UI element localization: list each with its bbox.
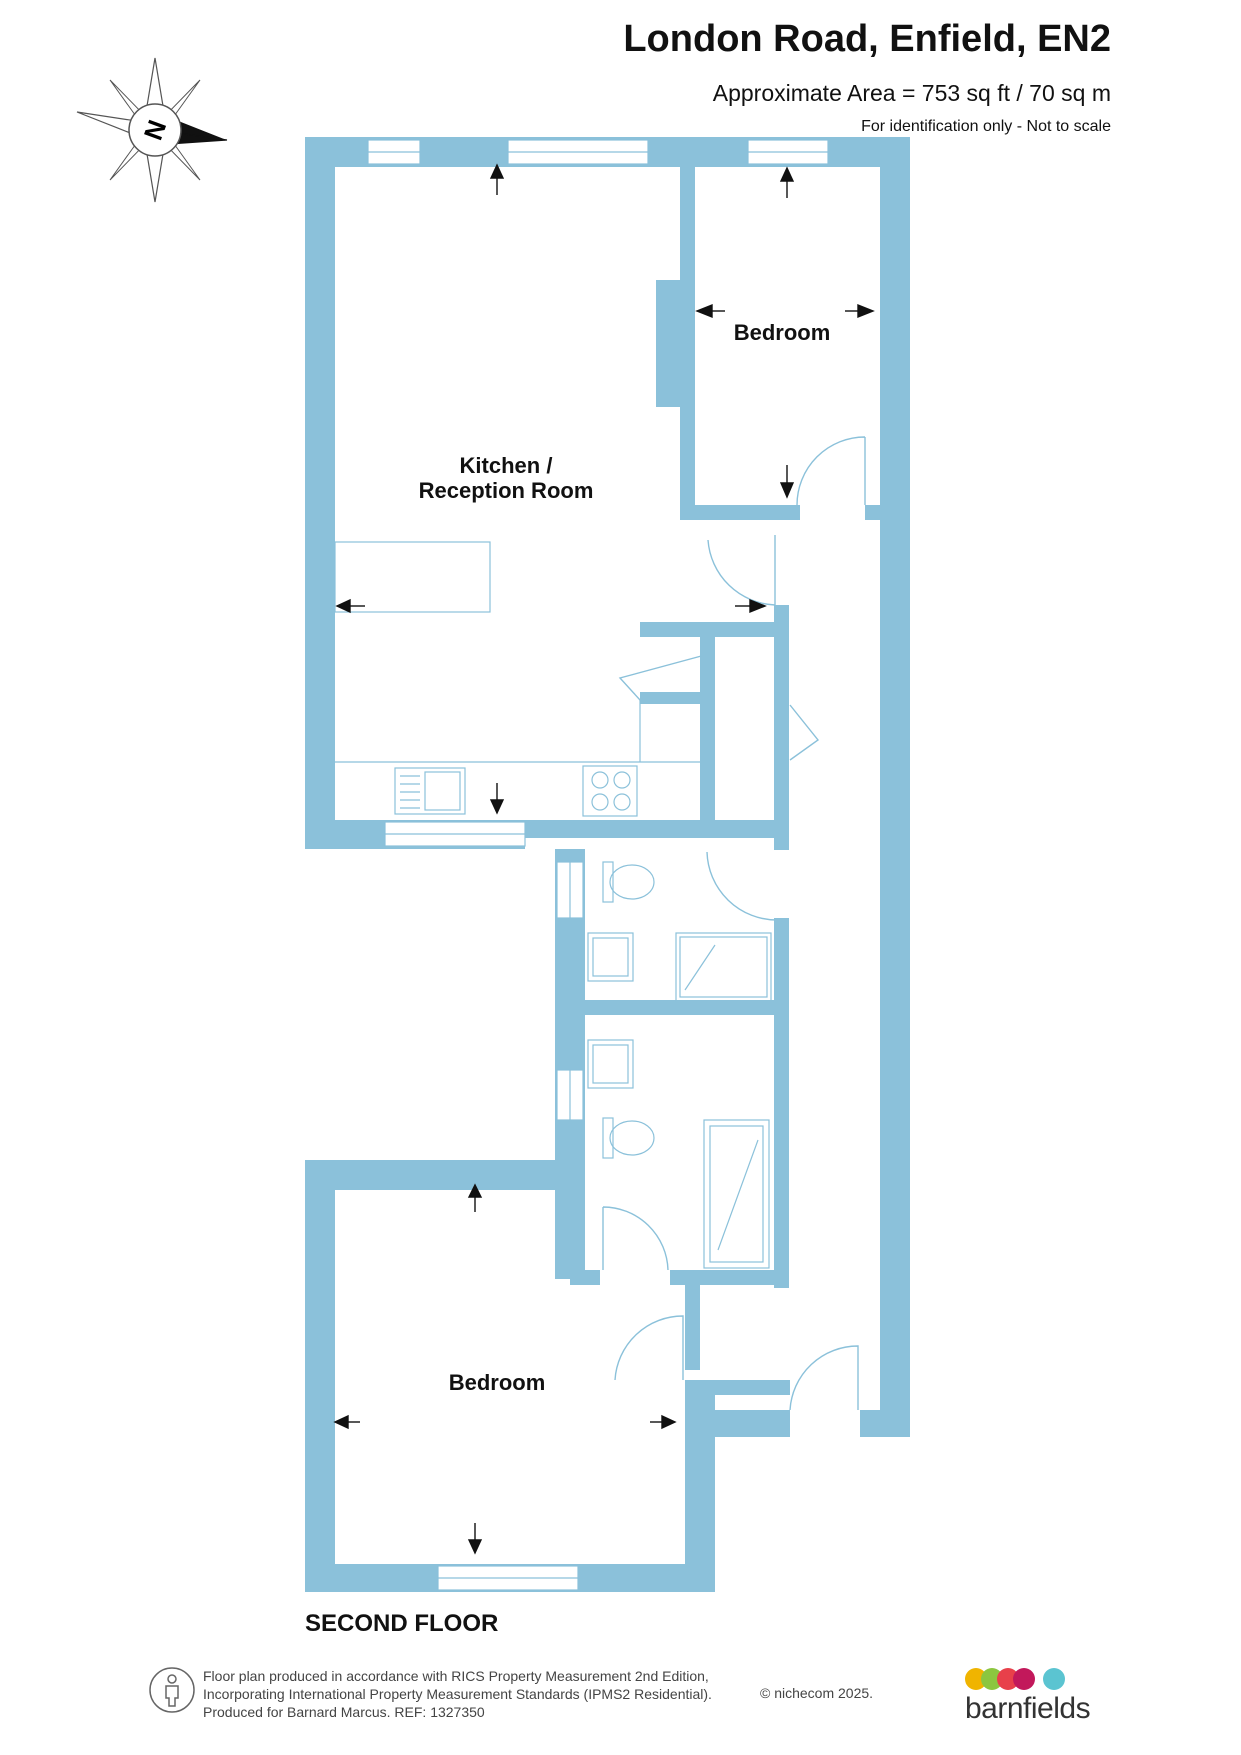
sink-icon [394, 767, 466, 815]
room-label-bedroom-top: Bedroom [734, 320, 831, 345]
dimension-arrows [333, 163, 875, 1555]
brand-logo: barnfields [965, 1668, 1091, 1726]
logo-dot [1043, 1668, 1065, 1690]
room-label-kitchen-line2: Reception Room [419, 478, 594, 503]
logo-dots [965, 1668, 1090, 1690]
hob-icon [582, 765, 638, 817]
person-icon [149, 1667, 195, 1713]
scale-note: For identification only - Not to scale [861, 118, 1111, 135]
shower-tray-icon [675, 932, 772, 1002]
footer-line-3: Produced for Barnard Marcus. REF: 132735… [203, 1704, 485, 1720]
logo-dot [1013, 1668, 1035, 1690]
approximate-area: Approximate Area = 753 sq ft / 70 sq m [712, 80, 1111, 106]
toilet-icon [602, 861, 655, 903]
room-label-kitchen-line1: Kitchen / [460, 453, 553, 478]
room-label-bedroom-bottom: Bedroom [449, 1370, 546, 1395]
bathroom-fittings [587, 861, 772, 1269]
compass-icon: N [76, 57, 228, 203]
kitchen-fittings [334, 541, 700, 817]
basin-icon [587, 1039, 634, 1089]
footer-line-2: Incorporating International Property Mea… [203, 1686, 712, 1702]
bath-icon [703, 1119, 770, 1269]
kitchen-island [334, 541, 491, 613]
floor-label: SECOND FLOOR [305, 1610, 499, 1637]
windows [367, 139, 829, 1591]
footer-notes: Floor plan produced in accordance with R… [203, 1667, 712, 1721]
copyright: © nichecom 2025. [760, 1685, 874, 1701]
doors [602, 436, 866, 1411]
logo-text: barnfields [965, 1692, 1091, 1725]
basin-icon [587, 932, 634, 982]
page-title: London Road, Enfield, EN2 [623, 18, 1111, 60]
walls [305, 137, 910, 1592]
toilet-icon [602, 1117, 655, 1159]
footer-line-1: Floor plan produced in accordance with R… [203, 1668, 709, 1684]
